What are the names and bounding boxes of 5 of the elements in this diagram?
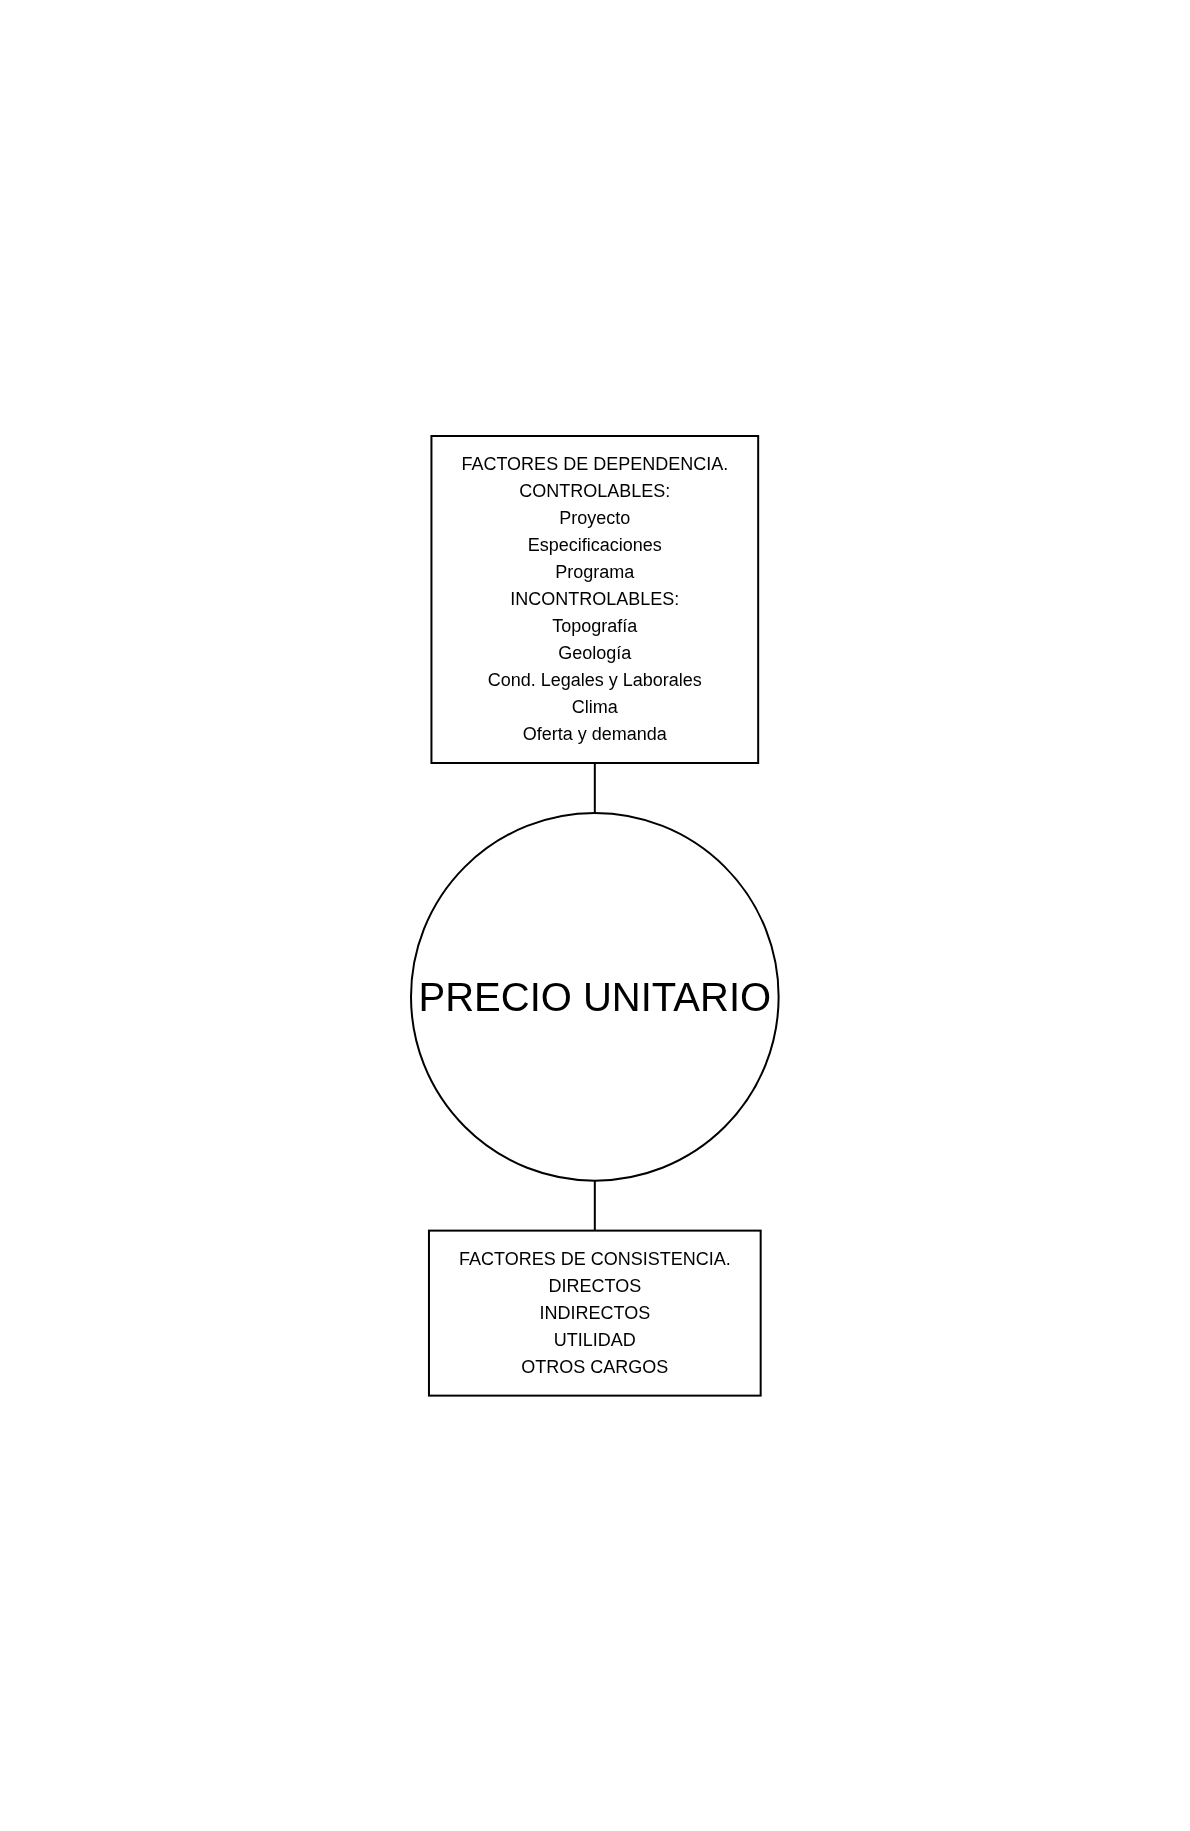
node-box: FACTORES DE CONSISTENCIA. DIRECTOS INDIRECTOS UTILIDAD OTROS CARGOS (428, 1229, 762, 1397)
node-box: FACTORES DE DEPENDENCIA. CONTROLABLES: Proyecto Especificaciones Programa INCONTROLABLES: Topografía Geología Cond. Legales y Laborales Clima Oferta y demanda (430, 434, 760, 764)
node-circle: PRECIO UNITARIO (410, 811, 780, 1182)
connector (594, 1179, 596, 1232)
connector (594, 761, 596, 814)
